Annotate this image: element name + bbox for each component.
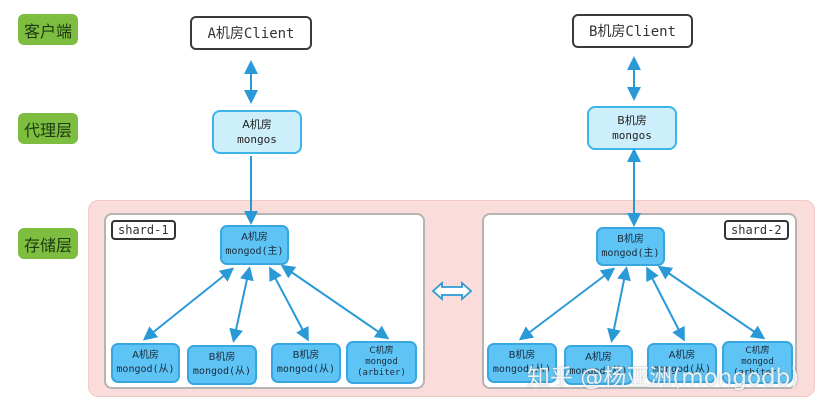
node-role: mongod(从) [192, 366, 252, 377]
arrow-shard-2-primary-member-4 [657, 265, 766, 340]
node-room: A机房 [241, 232, 268, 243]
node-note: (arbiter) [733, 368, 782, 378]
watermark: 知乎 @杨亚洲(mongodb) [527, 365, 800, 391]
shard-1-primary-node: A机房 mongod(主) [220, 225, 289, 265]
layer-label-client: 客户端 [18, 14, 78, 45]
mongos-a-role: mongos [237, 133, 277, 146]
node-role: mongod(从) [569, 366, 628, 377]
node-room: B机房 [617, 233, 644, 245]
shard-1-member-node: A机房 mongod(从) [111, 343, 180, 383]
shard-2-member-node: A机房 mongod(从) [564, 345, 633, 385]
node-role: mongod(从) [276, 364, 336, 375]
node-room: B机房 [208, 352, 236, 363]
node-role: mongod [741, 357, 774, 367]
shard-1-label: shard-1 [111, 220, 176, 240]
node-room: C机房 [369, 346, 394, 356]
client-b-box: B机房Client [572, 14, 693, 48]
shard-1-member-node: B机房 mongod(从) [271, 343, 341, 383]
layer-label-storage: 存储层 [18, 228, 78, 259]
mongos-a-room: A机房 [242, 118, 272, 131]
shard-2-arbiter-node: C机房 mongod (arbiter) [722, 341, 793, 384]
node-role: mongod(从) [652, 364, 712, 375]
shard-2-label: shard-2 [724, 220, 789, 240]
node-role: mongod(从) [116, 364, 175, 375]
node-role: mongod(从) [492, 364, 552, 375]
node-room: A机房 [585, 352, 612, 363]
client-a-box: A机房Client [190, 16, 312, 50]
node-room: B机房 [508, 350, 536, 361]
node-room: A机房 [668, 350, 696, 361]
arrow-shard-1-primary-member-1 [142, 267, 235, 341]
node-role: mongod(主) [601, 247, 660, 259]
node-room: B机房 [292, 350, 320, 361]
shard-1-arbiter-node: C机房 mongod (arbiter) [346, 341, 417, 384]
shard-2-member-node: A机房 mongod(从) [647, 343, 717, 383]
sync-double-arrow-icon [431, 280, 473, 302]
node-role: mongod [365, 357, 398, 367]
node-room: C机房 [745, 346, 770, 356]
shard-2-primary-node: B机房 mongod(主) [596, 227, 665, 266]
mongos-b-role: mongos [612, 129, 652, 142]
mongos-b-box: B机房 mongos [587, 106, 677, 150]
node-role: mongod(主) [225, 246, 284, 257]
arrow-shard-1-primary-member-2 [229, 266, 254, 343]
shard-2-member-node: B机房 mongod(从) [487, 343, 557, 383]
arrow-shard-2-primary-member-2 [607, 266, 631, 343]
shard-1-member-node: B机房 mongod(从) [187, 345, 257, 385]
node-room: A机房 [132, 350, 159, 361]
mongos-b-room: B机房 [617, 114, 647, 127]
node-note: (arbiter) [357, 368, 406, 378]
arrow-shard-2-primary-member-1 [518, 267, 616, 341]
layer-label-proxy: 代理层 [18, 113, 78, 144]
mongos-a-box: A机房 mongos [212, 110, 302, 154]
arrow-shard-1-primary-member-4 [280, 264, 390, 340]
